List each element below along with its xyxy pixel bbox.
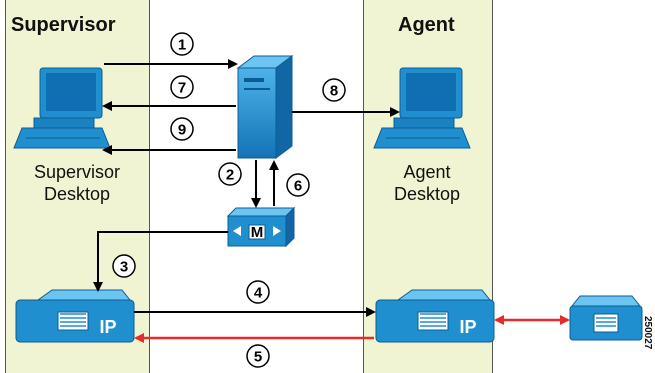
- step-6-label: 6: [294, 178, 302, 195]
- step-7-label: 7: [178, 80, 186, 97]
- step-8-circle: 8: [322, 78, 346, 102]
- step-1-label: 1: [178, 37, 186, 54]
- agent-ip-label: IP: [459, 317, 476, 337]
- supervisor-desktop-icon: [13, 67, 111, 149]
- agent-desktop-label: Agent Desktop: [364, 161, 490, 205]
- step-6-circle: 6: [286, 173, 310, 197]
- media-label: M: [251, 224, 264, 241]
- step-4-circle: 4: [246, 280, 270, 304]
- step-2-label: 2: [226, 167, 234, 184]
- media-server-icon: M: [226, 206, 296, 248]
- supervisor-ip-phone-icon: IP: [15, 289, 135, 343]
- agent-ip-phone-icon: IP: [375, 289, 495, 343]
- arrow-3: [93, 231, 228, 292]
- supervisor-desktop-label-line2: Desktop: [43, 184, 111, 204]
- step-5-label: 5: [254, 349, 262, 366]
- step-7-circle: 7: [170, 75, 194, 99]
- server-icon: [236, 55, 294, 159]
- agent-title: Agent: [398, 14, 455, 36]
- step-4-label: 4: [254, 285, 263, 302]
- supervisor-desktop-label: Supervisor Desktop: [6, 161, 148, 205]
- step-9-circle: 9: [170, 117, 194, 141]
- agent-desktop-icon: [373, 67, 471, 149]
- step-1-circle: 1: [170, 32, 194, 56]
- supervisor-desktop-label-line1: Supervisor: [33, 162, 121, 182]
- agent-desktop-label-line2: Desktop: [393, 184, 461, 204]
- step-5-circle: 5: [246, 344, 270, 368]
- step-2-circle: 2: [218, 162, 242, 186]
- step-3-label: 3: [120, 259, 128, 276]
- figure-id-watermark: 250027: [642, 316, 653, 350]
- step-3-circle: 3: [112, 254, 136, 278]
- supervisor-ip-label: IP: [99, 317, 116, 337]
- supervisor-title: Supervisor: [11, 14, 116, 36]
- agent-desktop-label-line1: Agent: [403, 162, 451, 182]
- step-8-label: 8: [330, 83, 338, 100]
- external-phone-icon: [569, 295, 643, 341]
- step-9-label: 9: [178, 122, 186, 139]
